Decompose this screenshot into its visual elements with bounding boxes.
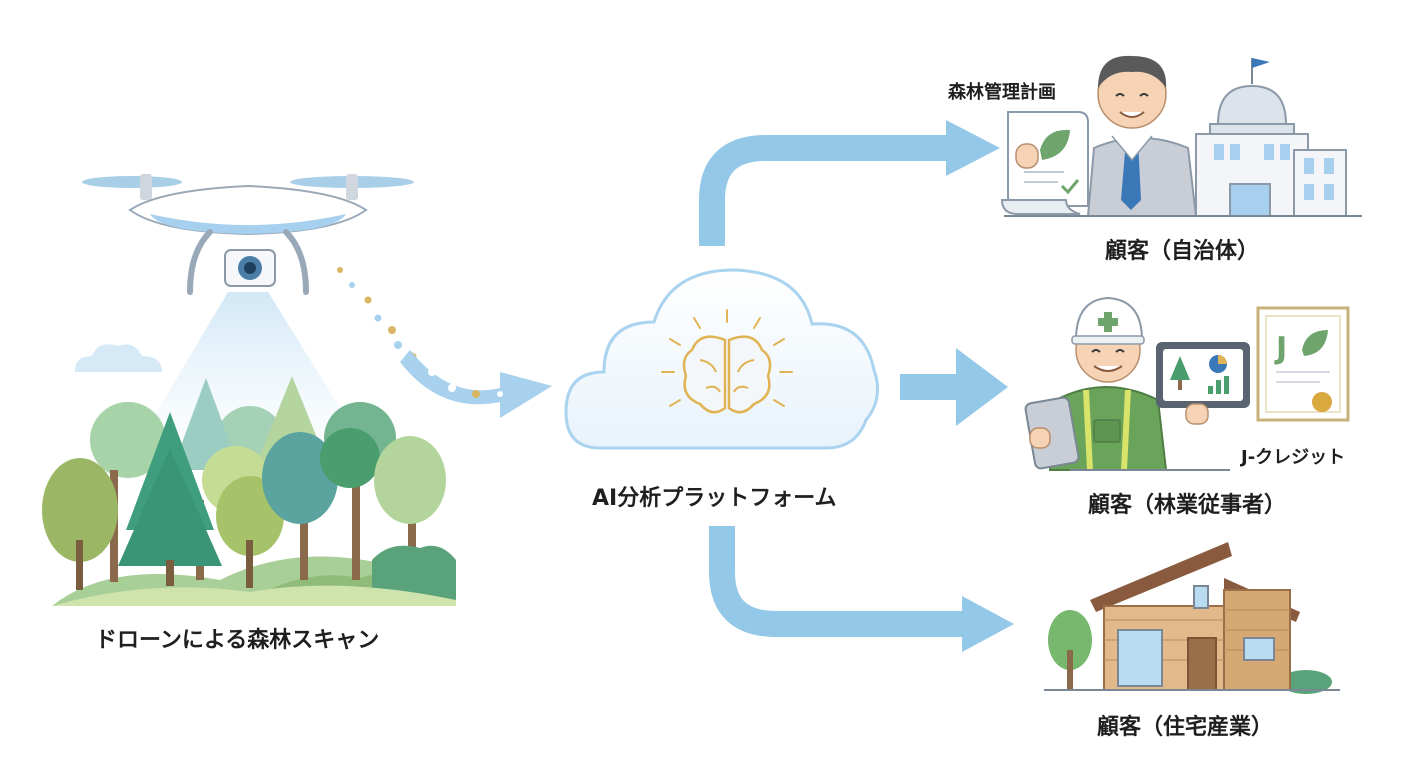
government-building-icon bbox=[1004, 58, 1362, 217]
official-person-icon bbox=[1015, 55, 1198, 217]
data-particles bbox=[337, 267, 417, 362]
customer-housing-label: 顧客（住宅産業） bbox=[1097, 715, 1274, 740]
customer-forestry-label: 顧客（林業従事者） bbox=[1088, 493, 1287, 518]
forest-plan-label: 森林管理計画 bbox=[948, 82, 1056, 103]
handheld-tablet-icon bbox=[1024, 396, 1080, 470]
house-icon bbox=[1044, 542, 1340, 694]
particle-arrow bbox=[400, 350, 552, 418]
forest-icon bbox=[42, 292, 456, 606]
arrow-to-forestry bbox=[900, 348, 1008, 426]
certificate-letter: J bbox=[1274, 331, 1287, 366]
arrow-to-housing bbox=[709, 526, 1014, 652]
arrow-to-municipal bbox=[699, 120, 1000, 246]
tablet-icon bbox=[1156, 342, 1250, 425]
document-icon bbox=[1000, 111, 1089, 215]
small-cloud-icon bbox=[74, 344, 162, 372]
forestry-worker-icon bbox=[1048, 296, 1168, 471]
drone-scan-label: ドローンによる森林スキャン bbox=[95, 628, 380, 653]
certificate-icon: J bbox=[1256, 306, 1350, 422]
ai-platform-label: AI分析プラットフォーム bbox=[592, 486, 837, 511]
drone-icon bbox=[82, 174, 414, 295]
customer-municipal-label: 顧客（自治体） bbox=[1105, 239, 1260, 264]
brain-icon bbox=[661, 309, 793, 414]
j-credit-label: J-クレジット bbox=[1241, 447, 1346, 468]
